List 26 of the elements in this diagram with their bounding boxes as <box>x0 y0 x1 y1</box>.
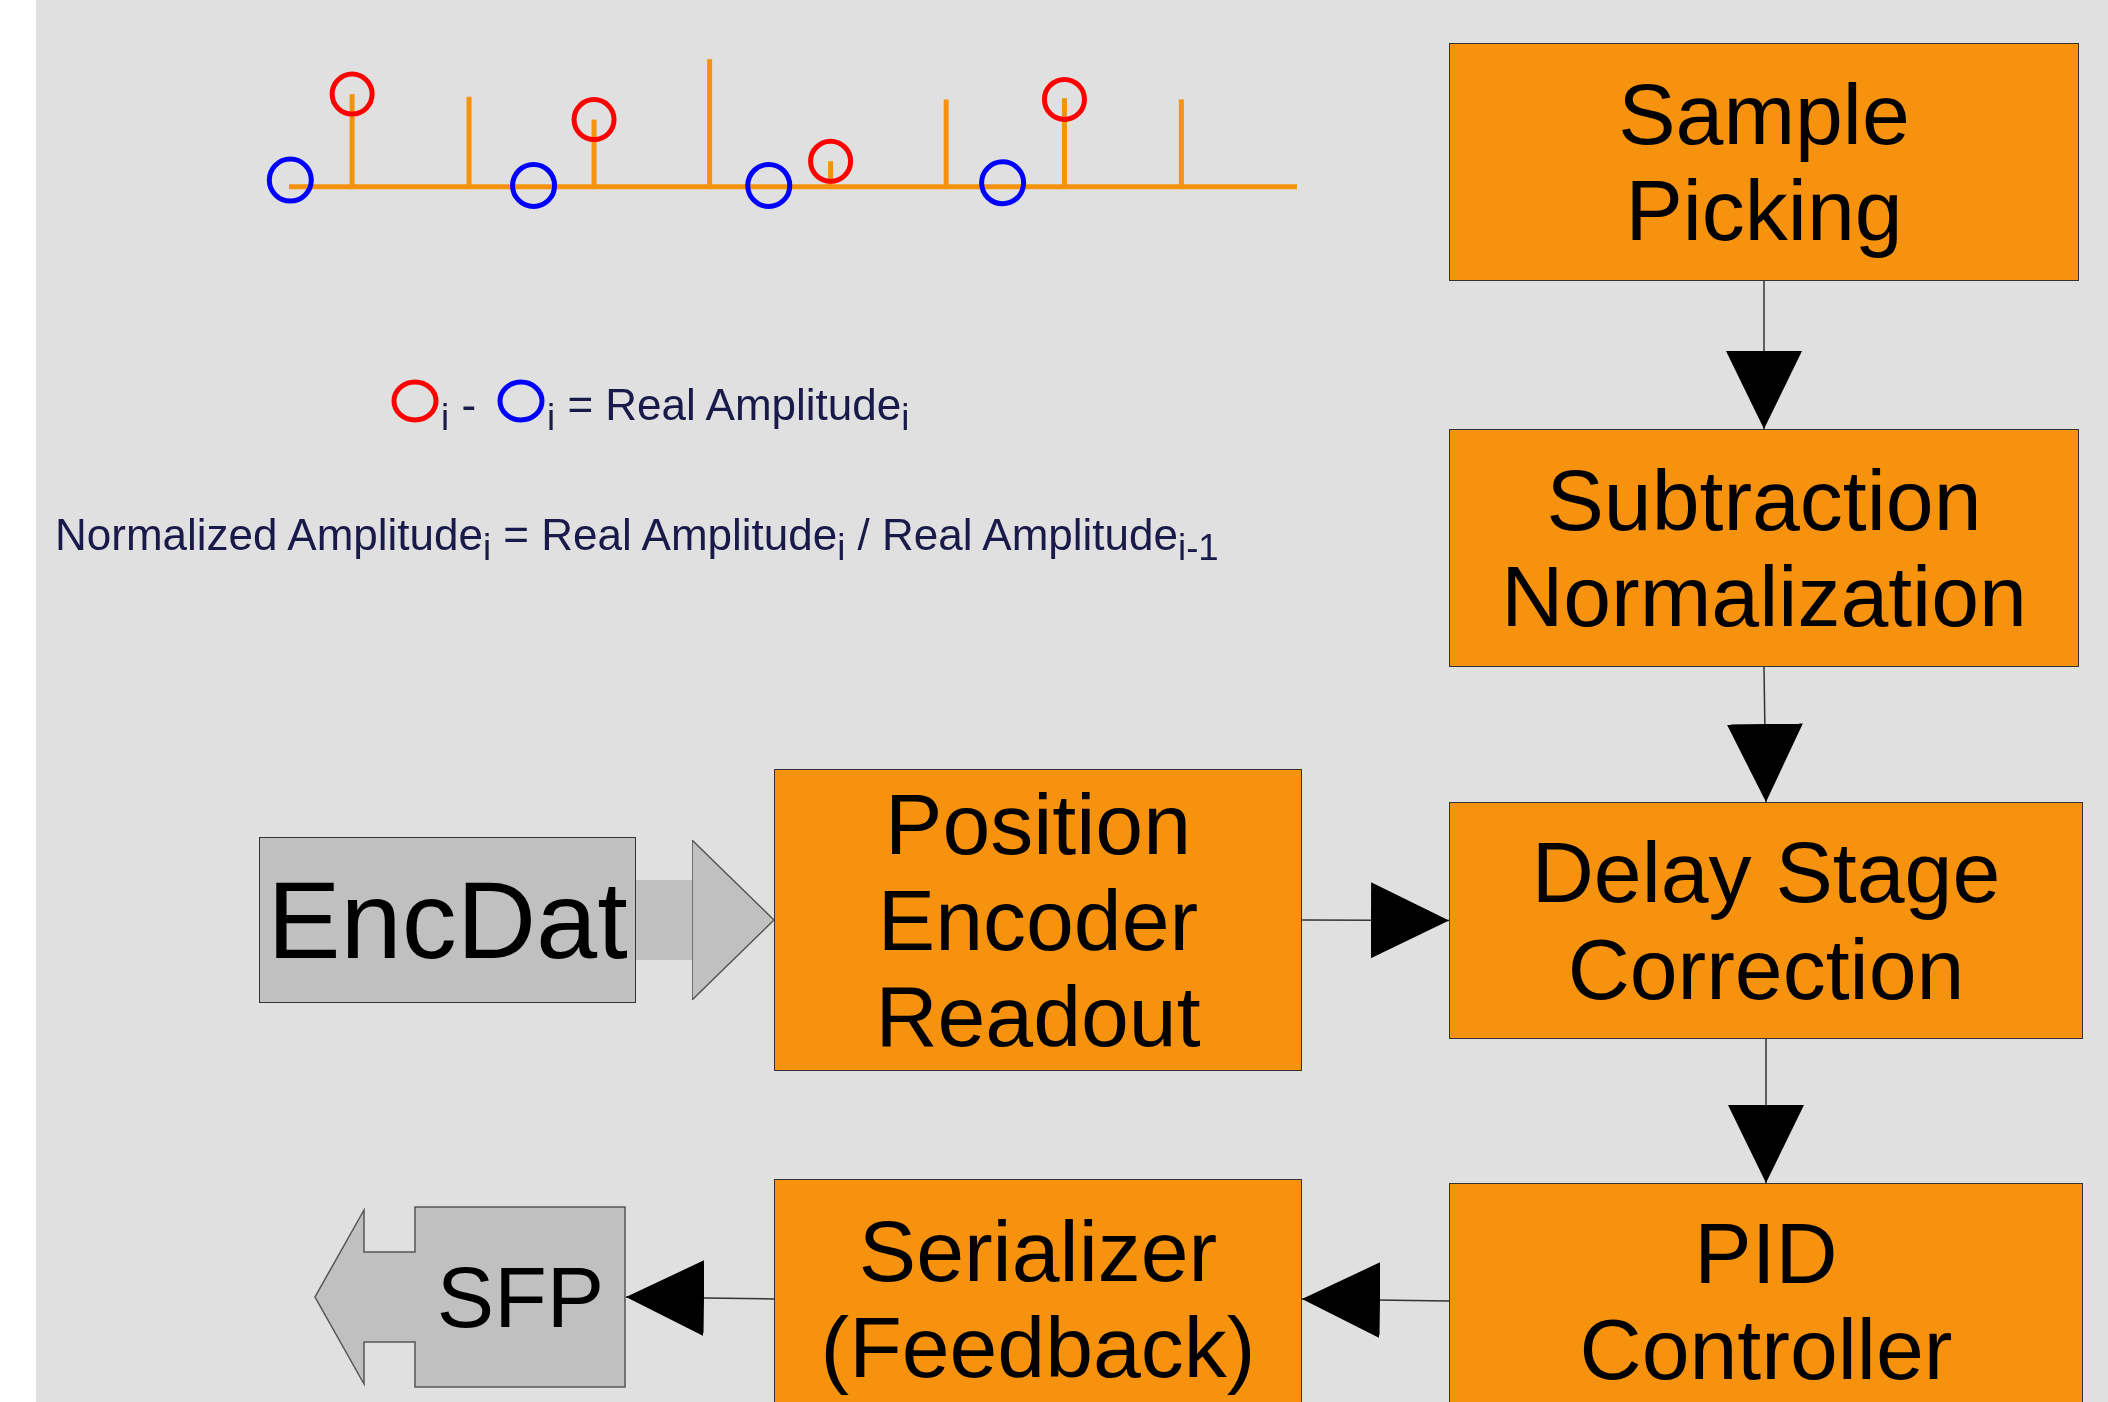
process-box <box>774 1179 1302 1402</box>
box-label: PID Controller <box>1578 1204 1954 1398</box>
box-label: Subtraction Normalization <box>1500 451 2028 645</box>
arrow <box>1301 1262 1450 1339</box>
process-box <box>1449 43 2079 281</box>
formula-text: $_{i}$ - <box>441 380 477 439</box>
box-label: SFP <box>435 1248 606 1346</box>
process-box <box>774 769 1302 1071</box>
data-source-box <box>259 837 636 1003</box>
process-box <box>1449 802 2083 1039</box>
box-label: Position Encoder Readout <box>874 775 1202 1065</box>
formula-text: Normalized Amplitude$_{i}$ = Real Amplitude$_{i}$ / Real Amplitude$_{i-1}$ <box>55 510 1219 569</box>
arrow <box>1726 666 1803 803</box>
arrow <box>1726 280 1802 430</box>
block-arrow <box>636 839 775 1001</box>
box-label: EncDat <box>267 858 628 982</box>
formula-text: $_{i}$ = Real Amplitude$_{i}$ <box>547 380 910 439</box>
box-label: Delay Stage Correction <box>1530 824 2002 1017</box>
box-label: Serializer (Feedback) <box>819 1202 1257 1396</box>
arrow <box>1728 1038 1804 1184</box>
process-box <box>1449 1183 2083 1402</box>
process-box <box>1449 429 2079 667</box>
arrow <box>625 1260 775 1337</box>
box-label: Sample Picking <box>1617 65 1911 259</box>
output-arrow-shape <box>314 1206 626 1388</box>
arrow <box>1301 882 1450 959</box>
